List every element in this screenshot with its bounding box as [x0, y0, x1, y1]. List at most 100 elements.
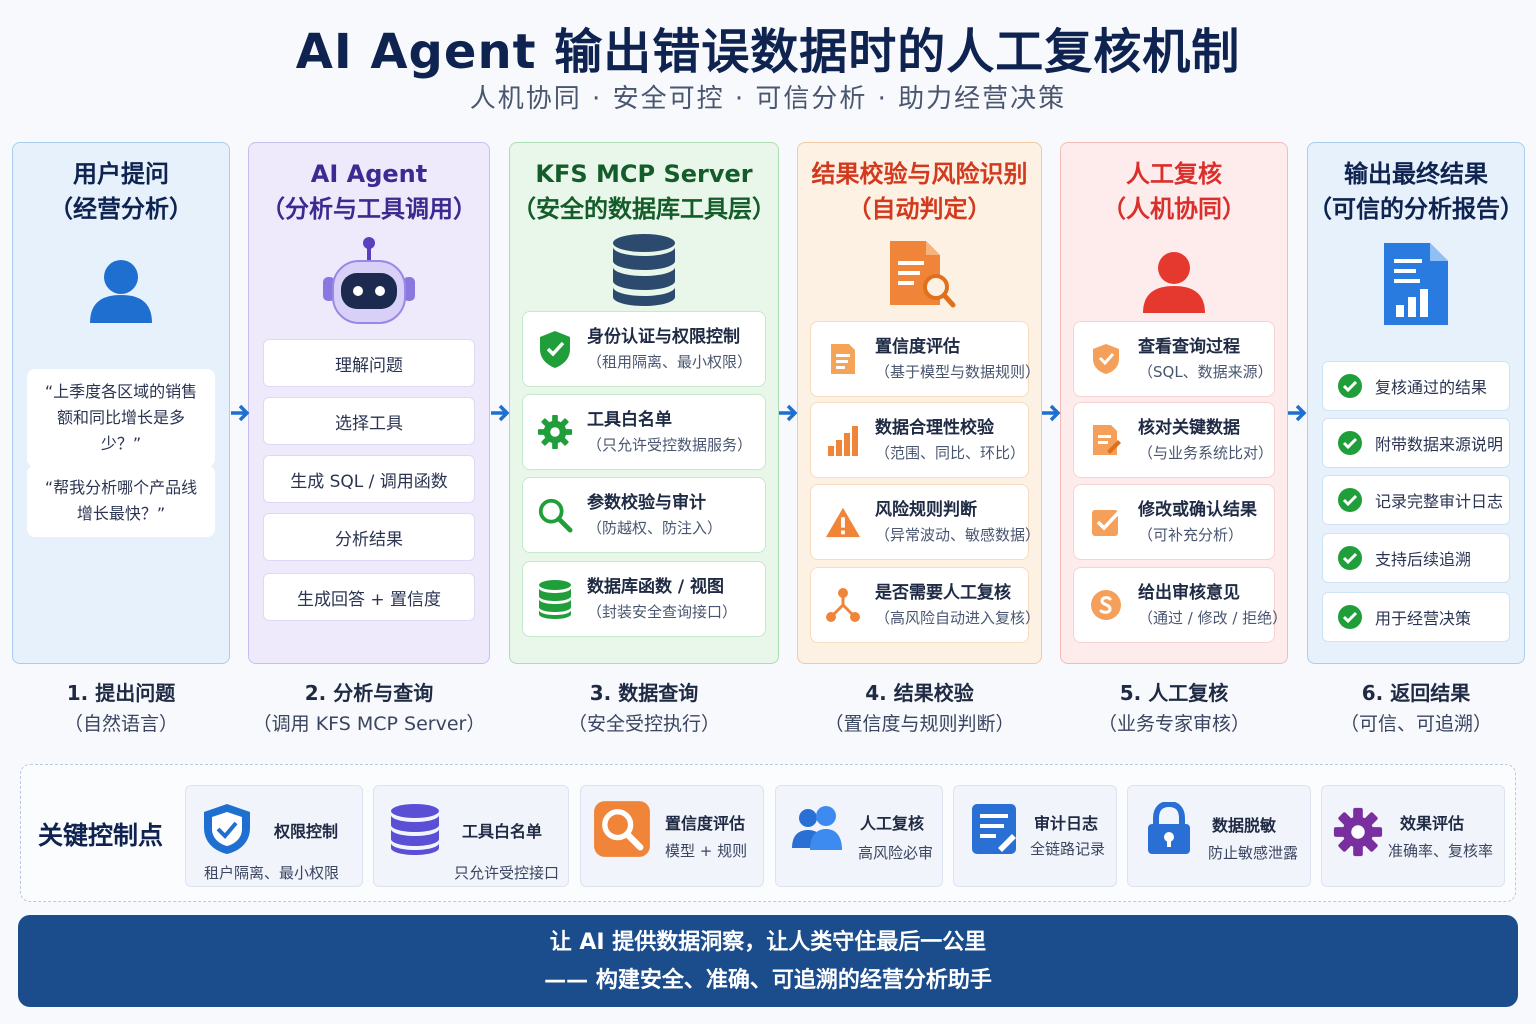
column-subtitle: （人机协同） — [1102, 195, 1246, 223]
validation-item: 风险规则判断（异常波动、敏感数据） — [810, 484, 1040, 560]
validation-item: 置信度评估 （基于模型与数据规则） — [810, 321, 1040, 397]
card-title: 人工复核 — [860, 814, 925, 833]
card-desc: 只允许受控接口 — [454, 864, 560, 882]
item-desc: （SQL、数据来源） — [1138, 363, 1273, 381]
step-desc: （业务专家审核） — [1097, 713, 1250, 735]
database-icon — [510, 233, 778, 307]
key-control-card: 权限控制 租户隔离、最小权限 — [185, 785, 363, 887]
column-title: 输出最终结果 — [1344, 160, 1488, 188]
check-circle-icon — [1338, 374, 1362, 398]
check-circle-icon — [1338, 546, 1362, 570]
item-desc: （与业务系统比对） — [1138, 444, 1274, 462]
agent-step: 生成 SQL / 调用函数 — [263, 455, 475, 503]
search-icon — [594, 801, 650, 857]
step-title: 2. 分析与查询 — [304, 681, 434, 705]
key-controls-title: 关键控制点 — [38, 821, 164, 850]
item-desc: （通过 / 修改 / 拒绝） — [1138, 609, 1288, 627]
column-subtitle: （分析与工具调用） — [261, 195, 477, 223]
item-desc: （防越权、防注入） — [587, 519, 723, 537]
item-title: 置信度评估 — [875, 337, 960, 357]
column-human-review: 人工复核 （人机协同） 查看查询过程（SQL、数据来源） 核对关键数据（与业务系… — [1060, 142, 1288, 664]
card-desc: 租户隔离、最小权限 — [204, 864, 340, 882]
bottom-banner: 让 AI 提供数据洞察，让人类守住最后一公里 —— 构建安全、准确、可追溯的经营… — [18, 915, 1518, 1007]
robot-icon — [249, 237, 489, 325]
gear-icon — [537, 414, 573, 450]
page-title: AI Agent 输出错误数据时的人工复核机制 — [295, 24, 1241, 80]
step-title: 5. 人工复核 — [1119, 681, 1229, 705]
item-title: 是否需要人工复核 — [875, 583, 1011, 603]
step-label: 5. 人工复核 （业务专家审核） — [1060, 678, 1288, 740]
column-subtitle: （经营分析） — [49, 195, 193, 223]
branch-icon — [825, 587, 861, 623]
item-title: 核对关键数据 — [1138, 418, 1240, 438]
review-item: 给出审核意见（通过 / 修改 / 拒绝） — [1073, 567, 1287, 643]
check-circle-icon — [1338, 488, 1362, 512]
page-subtitle: 人机协同 · 安全可控 · 可信分析 · 助力经营决策 — [469, 84, 1067, 114]
step-desc: （置信度与规则判断） — [824, 713, 1015, 735]
step-label: 6. 返回结果 （可信、可追溯） — [1307, 678, 1525, 740]
column-validation: 结果校验与风险识别 （自动判定） 置信度评估 （基于模型与数据规则） 数据合理性校… — [797, 142, 1042, 664]
card-title: 效果评估 — [1400, 814, 1465, 833]
shield-icon — [1088, 341, 1124, 377]
check-circle-icon — [1338, 431, 1362, 455]
shield-check-icon — [537, 331, 573, 368]
item-title: 修改或确认结果 — [1138, 500, 1257, 520]
final-result-item: 附带数据来源说明 — [1322, 418, 1510, 468]
example-question: “帮我分析哪个产品线增长最快？” — [27, 465, 215, 537]
validation-item: 是否需要人工复核 （高风险自动进入复核） — [810, 567, 1040, 643]
column-ai-agent: AI Agent （分析与工具调用） 理解问题 选择工具 生成 SQL / 调用… — [248, 142, 490, 664]
item-desc: （异常波动、敏感数据） — [875, 526, 1041, 544]
bar-chart-icon — [825, 422, 861, 458]
user-icon — [1061, 249, 1287, 315]
step-title: 1. 提出问题 — [66, 681, 176, 705]
item-desc: （可补充分析） — [1138, 526, 1244, 544]
arrow-right-icon — [1042, 404, 1061, 422]
validation-item: 数据合理性校验 （范围、同比、环比） — [810, 402, 1029, 478]
column-subtitle: （安全的数据库工具层） — [512, 195, 776, 223]
column-title: 用户提问 — [73, 160, 169, 188]
agent-step: 生成回答 + 置信度 — [263, 573, 475, 621]
arrow-right-icon — [779, 404, 798, 422]
step-label: 2. 分析与查询 （调用 KFS MCP Server） — [248, 678, 490, 740]
arrow-right-icon — [231, 404, 250, 422]
key-control-card: 工具白名单 只允许受控接口 — [373, 785, 569, 887]
user-icon — [13, 257, 229, 325]
review-item: 查看查询过程 （SQL、数据来源） — [1073, 321, 1275, 397]
mcp-control-item: 身份认证与权限控制 （租用隔离、最小权限） — [522, 311, 766, 387]
approval-icon — [1088, 587, 1124, 623]
step-label: 3. 数据查询 （安全受控执行） — [509, 678, 779, 740]
checkbox-icon — [1088, 504, 1124, 540]
banner-line: 让 AI 提供数据洞察，让人类守住最后一公里 — [549, 930, 987, 955]
item-desc: （租用隔离、最小权限） — [587, 353, 753, 371]
item-title: 数据合理性校验 — [875, 418, 994, 438]
card-desc: 准确率、复核率 — [1388, 842, 1494, 860]
card-title: 审计日志 — [1034, 814, 1099, 833]
column-title: 结果校验与风险识别 — [811, 160, 1028, 188]
item-title: 查看查询过程 — [1138, 337, 1240, 357]
agent-step: 分析结果 — [263, 513, 475, 561]
key-control-card: 数据脱敏 防止敏感泄露 — [1127, 785, 1311, 887]
document-edit-icon — [1088, 422, 1124, 458]
arrow-right-icon — [491, 404, 510, 422]
key-control-card: 审计日志 全链路记录 — [953, 785, 1117, 887]
review-item: 修改或确认结果 （可补充分析） — [1073, 484, 1275, 560]
agent-step: 理解问题 — [263, 339, 475, 387]
users-icon — [792, 806, 842, 850]
column-subtitle: （自动判定） — [847, 195, 992, 223]
item-title: 数据库函数 / 视图 — [587, 577, 725, 597]
shield-check-icon — [204, 804, 250, 854]
step-desc: （安全受控执行） — [567, 713, 720, 735]
item-desc: （范围、同比、环比） — [875, 444, 1026, 462]
card-title: 权限控制 — [274, 822, 339, 841]
item-title: 身份认证与权限控制 — [587, 327, 740, 347]
warning-icon — [825, 504, 861, 540]
key-control-card: 置信度评估 模型 + 规则 — [580, 785, 764, 887]
item-label: 支持后续追溯 — [1375, 550, 1472, 569]
column-title: AI Agent — [310, 160, 428, 188]
report-icon — [1308, 241, 1524, 327]
item-desc: （高风险自动进入复核） — [875, 609, 1041, 627]
search-icon — [537, 497, 573, 533]
banner-line: —— 构建安全、准确、可追溯的经营分析助手 — [544, 968, 992, 993]
step-title: 4. 结果校验 — [865, 681, 974, 705]
item-desc: （基于模型与数据规则） — [875, 363, 1041, 381]
